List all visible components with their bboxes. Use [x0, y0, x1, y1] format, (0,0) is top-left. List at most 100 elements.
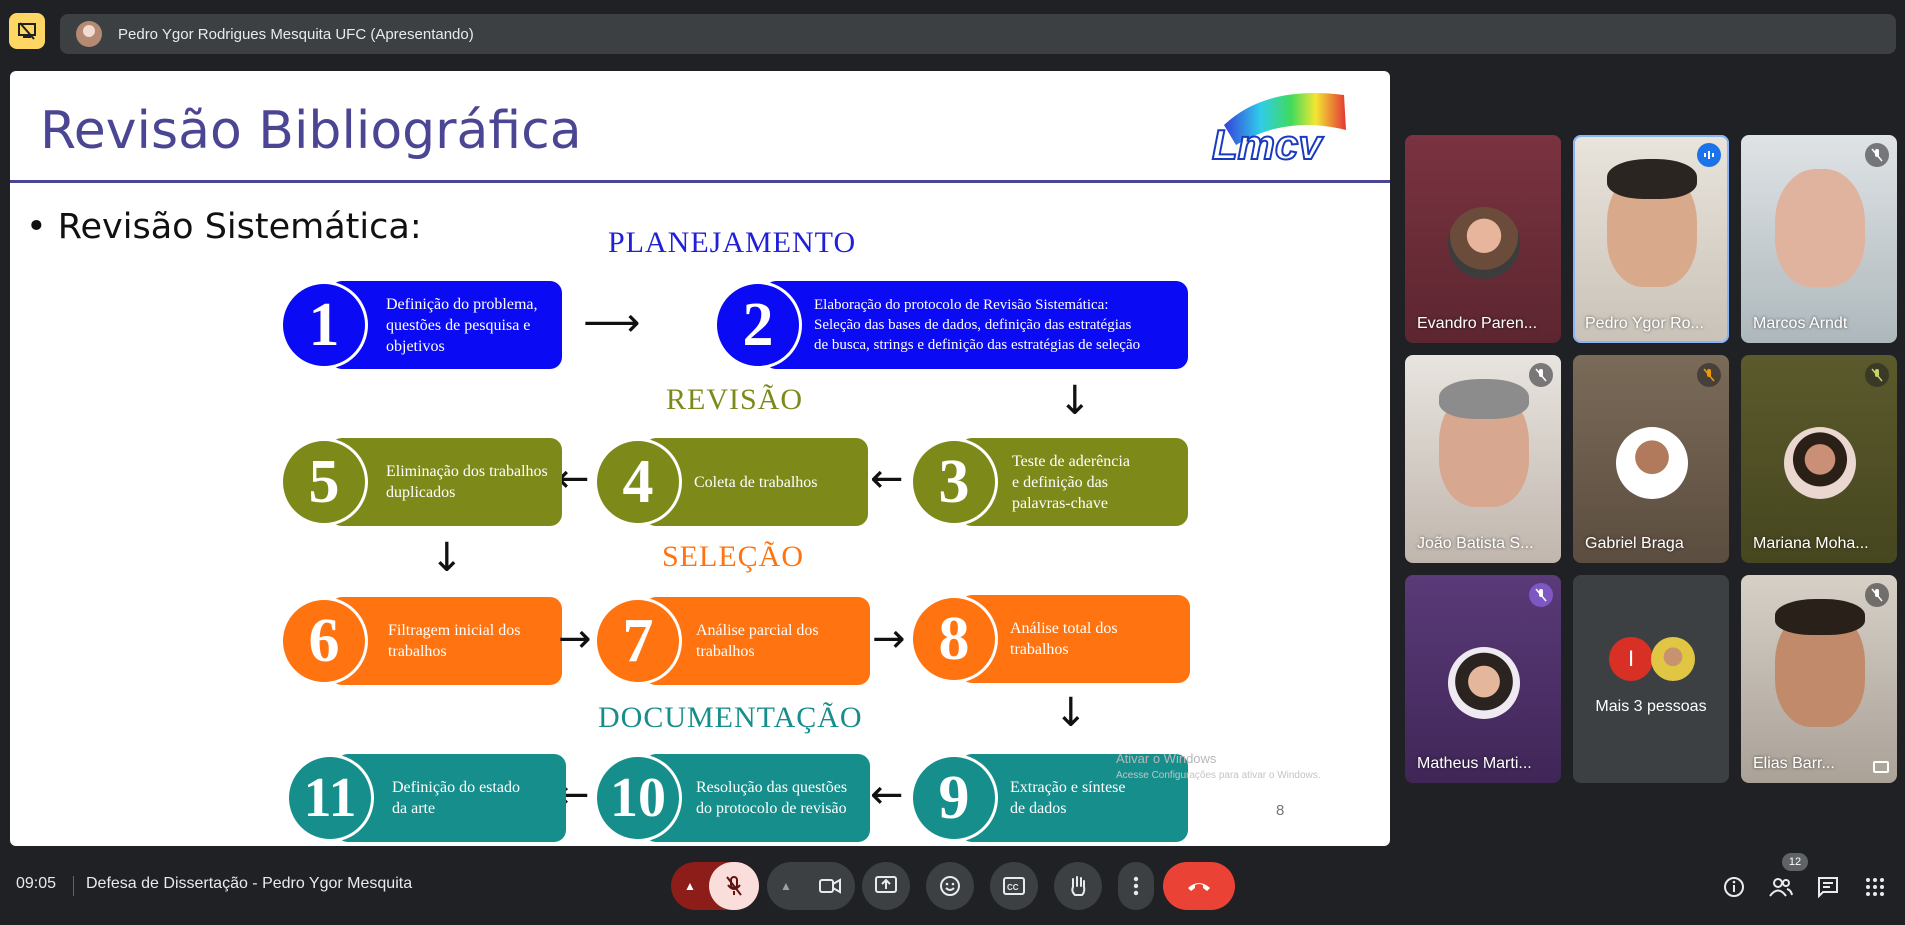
step-text: Filtragem inicial dos trabalhos [388, 622, 521, 660]
step-text: Análise parcial dos trabalhos [696, 622, 819, 660]
step-8: 8 Análise total dos trabalhos [910, 595, 1190, 683]
phase-documentacao: DOCUMENTAÇÃO [598, 701, 863, 734]
speaking-icon [1697, 143, 1721, 167]
arrow-left: ← [870, 456, 904, 502]
step-text: Análise total dos trabalhos [1010, 620, 1118, 658]
participant-name: Gabriel Braga [1585, 535, 1684, 552]
mic-off-icon [1529, 363, 1553, 387]
participant-tile[interactable]: João Batista S... [1405, 355, 1561, 563]
participant-name: Pedro Ygor Ro... [1585, 315, 1704, 332]
phase-revisao: REVISÃO [666, 383, 804, 416]
presenter-banner: Pedro Ygor Rodrigues Mesquita UFC (Apres… [60, 14, 1896, 54]
participant-name: Elias Barr... [1753, 755, 1835, 772]
participant-name: João Batista S... [1417, 535, 1534, 552]
step-1: 1 Definição do problema, questões de pes… [280, 281, 562, 369]
more-options-button[interactable] [1118, 862, 1154, 910]
participant-name: Marcos Arndt [1753, 315, 1848, 332]
reactions-button[interactable] [926, 862, 974, 910]
divider [73, 876, 74, 896]
presenter-avatar [76, 21, 102, 47]
phase-planejamento: PLANEJAMENTO [608, 226, 857, 259]
step-text: Definição do estado da arte [392, 779, 520, 817]
clock: 09:05 [16, 875, 57, 892]
video-feed [1775, 169, 1865, 287]
people-count-badge: 12 [1782, 853, 1808, 871]
svg-text:CC: CC [1007, 883, 1019, 892]
arrow-left: ← [870, 772, 904, 818]
step-9: 9 Extração e síntese de dados [910, 754, 1188, 842]
step-text: Resolução das questões do protocolo de r… [696, 779, 848, 817]
pip-icon[interactable] [1873, 761, 1889, 773]
camera-icon[interactable] [805, 878, 855, 894]
step-6: 6 Filtragem inicial dos trabalhos [280, 597, 562, 685]
participant-name: Mariana Moha... [1753, 535, 1869, 552]
slide-page-number: 8 [1276, 802, 1285, 819]
title-rule [10, 180, 1390, 183]
raise-hand-button[interactable] [1054, 862, 1102, 910]
activities-grid-icon[interactable] [1862, 874, 1888, 900]
lmcv-logo: Lmcv [1211, 93, 1346, 165]
step-7: 7 Análise parcial dos trabalhos [594, 597, 870, 685]
mic-off-icon [1697, 363, 1721, 387]
participant-name: Evandro Paren... [1417, 315, 1538, 332]
avatar [1448, 647, 1520, 719]
chat-icon[interactable] [1815, 874, 1841, 900]
presentation-status-icon[interactable] [9, 13, 45, 49]
step-text: Extração e síntese de dados [1010, 779, 1126, 817]
slide-title: Revisão Bibliográfica [40, 101, 582, 161]
avatar [1616, 427, 1688, 499]
present-screen-button[interactable] [862, 862, 910, 910]
step-text: Teste de aderência e definição das palav… [1012, 452, 1130, 512]
svg-text:Lmcv: Lmcv [1212, 121, 1324, 165]
arrow-right: ⟶ [583, 300, 641, 346]
people-icon[interactable] [1768, 874, 1794, 900]
step-text: Definição do problema, questões de pesqu… [386, 295, 538, 355]
participant-tile[interactable]: Mariana Moha... [1741, 355, 1897, 563]
participant-name: Matheus Marti... [1417, 755, 1532, 772]
mic-control-group[interactable]: ▲ [671, 862, 759, 910]
participant-tile[interactable]: Marcos Arndt [1741, 135, 1897, 343]
leave-call-button[interactable] [1163, 862, 1235, 910]
arrow-right: → [558, 616, 592, 662]
step-5: 5 Eliminação dos trabalhos duplicados [280, 438, 562, 526]
step-10: 10 Resolução das questões do protocolo d… [594, 754, 870, 842]
participant-tile[interactable]: Gabriel Braga [1573, 355, 1729, 563]
avatar [1784, 427, 1856, 499]
windows-watermark: Ativar o Windows Acesse Configurações pa… [1116, 751, 1321, 781]
mic-off-icon [1865, 583, 1889, 607]
step-text: Eliminação dos trabalhos duplicados [386, 463, 548, 501]
meeting-details-icon[interactable] [1721, 874, 1747, 900]
step-2: 2 Elaboração do protocolo de Revisão Sis… [714, 281, 1188, 369]
mic-options-chevron-icon[interactable]: ▲ [684, 879, 696, 893]
step-text: Elaboração do protocolo de Revisão Siste… [814, 297, 1141, 353]
participant-tile[interactable]: Evandro Paren... [1405, 135, 1561, 343]
mic-off-icon [1865, 363, 1889, 387]
mic-off-icon [1865, 143, 1889, 167]
step-3: 3 Teste de aderência e definição das pal… [910, 438, 1188, 526]
camera-control-group[interactable]: ▲ [767, 862, 855, 910]
shared-slide: Revisão Bibliográfica Lmcv • Revisão Sis… [10, 71, 1390, 846]
arrow-down: ↓ [1054, 690, 1088, 736]
step-11: 11 Definição do estado da arte [286, 754, 566, 842]
more-people-label: Mais 3 pessoas [1595, 698, 1707, 715]
phase-selecao: SELEÇÃO [662, 540, 804, 573]
participant-tile-active[interactable]: Pedro Ygor Ro... [1573, 135, 1729, 343]
more-participants-tile[interactable]: I Mais 3 pessoas [1573, 575, 1729, 783]
avatar [1448, 207, 1520, 279]
captions-button[interactable]: CC [990, 862, 1038, 910]
step-4: 4 Coleta de trabalhos [594, 438, 868, 526]
mic-off-icon [1529, 583, 1553, 607]
slide-bullet: • Revisão Sistemática: [26, 207, 422, 247]
participant-tile[interactable]: Elias Barr... [1741, 575, 1897, 783]
participant-tile[interactable]: Matheus Marti... [1405, 575, 1561, 783]
arrow-down: ↓ [430, 535, 464, 581]
arrow-right: → [872, 616, 906, 662]
meeting-title: Defesa de Dissertação - Pedro Ygor Mesqu… [86, 875, 413, 892]
presenter-label: Pedro Ygor Rodrigues Mesquita UFC (Apres… [118, 25, 474, 43]
avatar [1651, 637, 1695, 681]
arrow-down: ↓ [1058, 378, 1092, 424]
step-text: Coleta de trabalhos [694, 473, 818, 491]
camera-options-chevron-icon[interactable]: ▲ [780, 879, 792, 893]
mic-off-icon[interactable] [709, 862, 759, 910]
avatar-initial: I [1609, 637, 1653, 681]
